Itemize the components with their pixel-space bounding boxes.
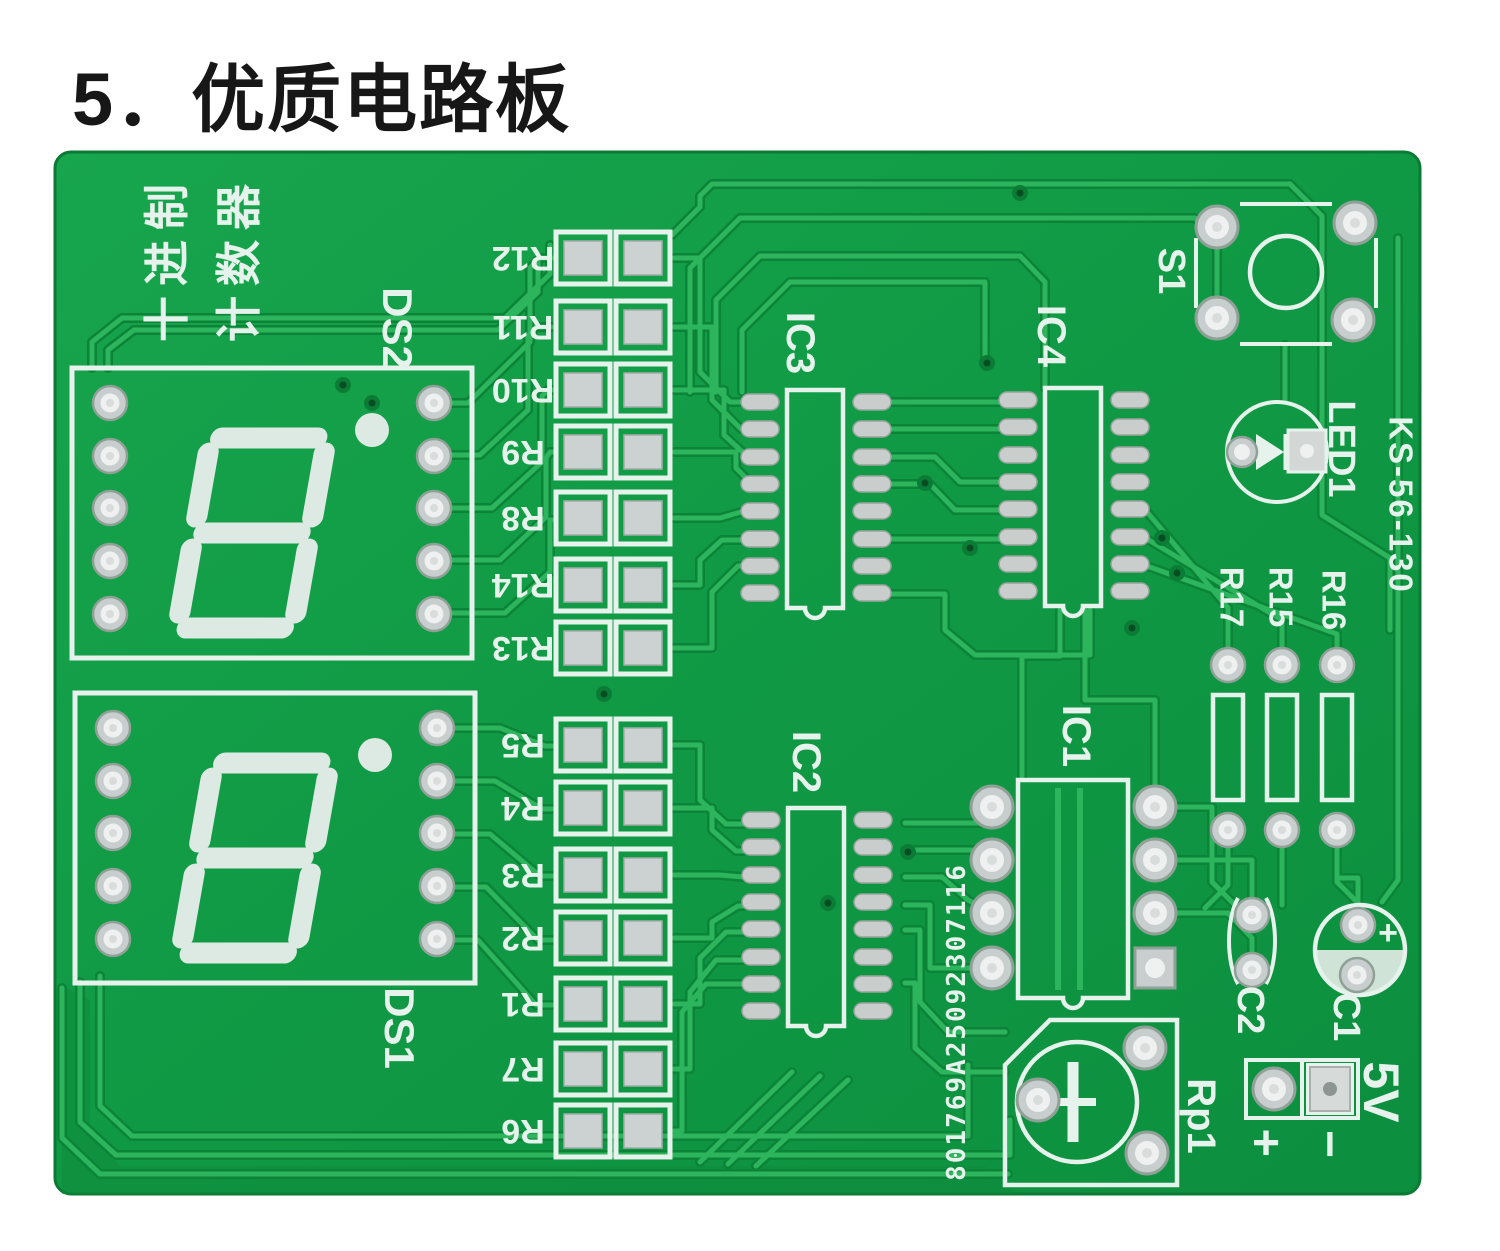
power-connector-footprint [1244,1058,1360,1120]
label-r10: R10 [491,371,555,409]
label-s1: S1 [1150,247,1192,295]
label-led1: LED1 [1320,400,1362,498]
label-board-code: KS-56-130 [1382,416,1420,594]
label-ic3: IC3 [778,311,822,375]
label-r8: R8 [501,499,545,537]
led1-footprint [1225,400,1329,504]
label-r5: R5 [501,726,545,764]
s1-switch-footprint [1194,200,1378,346]
serial-number: 801769A25092307116 [942,863,972,1181]
silkscreen-note-col2: 计数器 [213,174,265,342]
label-power-minus: − [1303,1129,1356,1159]
label-rp1: Rp1 [1179,1078,1223,1154]
label-r17: R17 [1213,566,1251,628]
label-ds1: DS1 [376,987,423,1069]
label-r13: R13 [491,629,555,667]
label-r14: R14 [491,566,555,604]
label-r6: R6 [501,1112,545,1150]
ic1-footprint [969,777,1178,1011]
label-r3: R3 [501,856,545,894]
label-ds2: DS2 [374,287,421,369]
label-ic1: IC1 [1054,704,1098,768]
label-r15: R15 [1262,566,1300,628]
c2-footprint [1227,896,1277,989]
label-r11: R11 [492,308,554,346]
label-r9: R9 [501,433,545,471]
label-r7: R7 [501,1050,545,1088]
label-ic4: IC4 [1029,304,1073,368]
label-c2: C2 [1229,985,1271,1035]
c1-footprint [1312,902,1408,998]
label-ic2: IC2 [784,730,828,794]
label-r2: R2 [501,919,545,957]
label-r1: R1 [501,985,545,1023]
label-r4: R4 [501,789,545,827]
label-c1: C1 [1325,992,1367,1042]
diode-symbol-icon [1256,434,1284,470]
label-r16: R16 [1315,569,1353,631]
label-c1-polarity: + [1378,914,1398,952]
label-5v: 5V [1353,1061,1409,1123]
label-power-plus: + [1251,1117,1281,1170]
page-title: 5．优质电路板 [72,58,572,141]
label-r12: R12 [491,239,555,277]
rp1-trimmer-footprint [1002,1017,1180,1188]
silkscreen-note-col1: 十进制 [141,174,193,342]
